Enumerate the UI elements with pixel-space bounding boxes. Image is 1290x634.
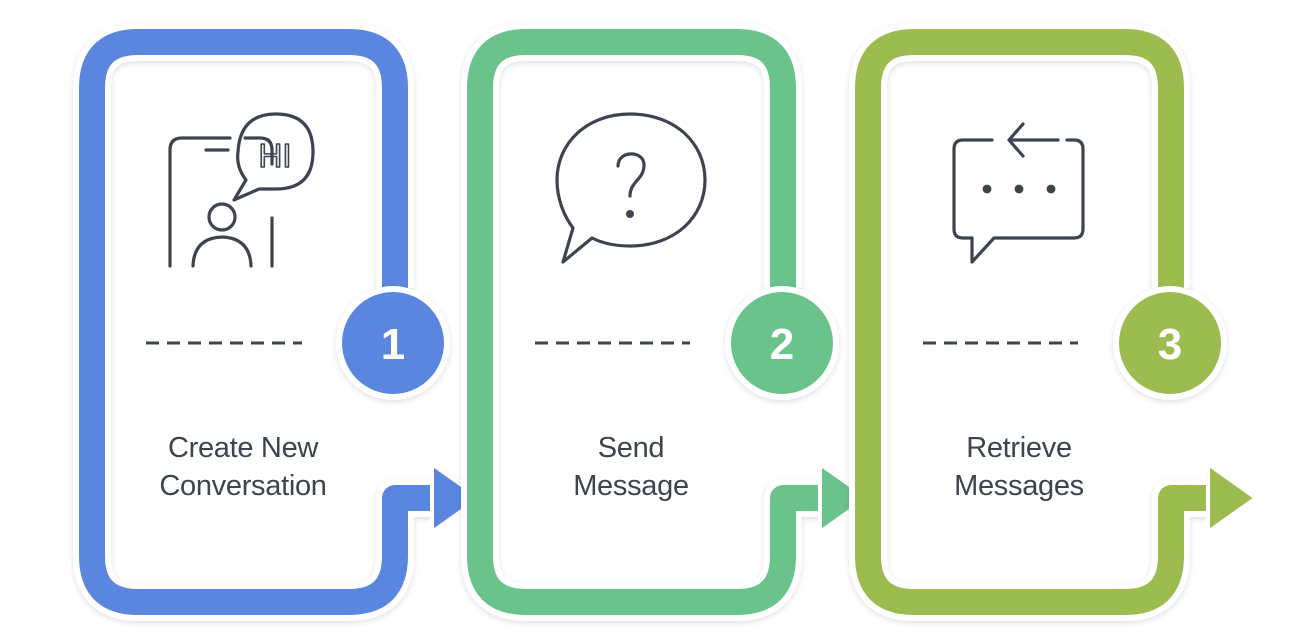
step-1-number: 1: [381, 320, 405, 369]
step-2-label-line1: Send: [597, 432, 665, 464]
step-3-label-line1: Retrieve: [966, 432, 1072, 464]
step-2-label-line2: Message: [573, 470, 689, 502]
hi-text: HI: [259, 137, 292, 174]
step-2: 2: [461, 23, 870, 621]
step-3-number: 3: [1158, 320, 1182, 369]
question-speech-bubble-icon: [555, 112, 707, 264]
chat-refresh-icon: [952, 122, 1085, 264]
step-1-label-line1: Create New: [167, 432, 319, 464]
phone-chat-hi-icon: HI: [168, 112, 315, 268]
step-3-label-line2: Messages: [954, 470, 1084, 502]
step-3: 3: [849, 23, 1258, 621]
step-1-label: Create New Conversation: [123, 429, 363, 505]
step-3-arrow: [1206, 462, 1258, 534]
step-1: HI 1: [73, 23, 482, 621]
step-2-number: 2: [770, 320, 794, 369]
step-1-label-line2: Conversation: [159, 470, 327, 502]
step-1-arrow: [430, 462, 482, 534]
step-2-arrow: [818, 462, 870, 534]
step-2-label: Send Message: [511, 429, 751, 505]
step-3-label: Retrieve Messages: [899, 429, 1139, 505]
